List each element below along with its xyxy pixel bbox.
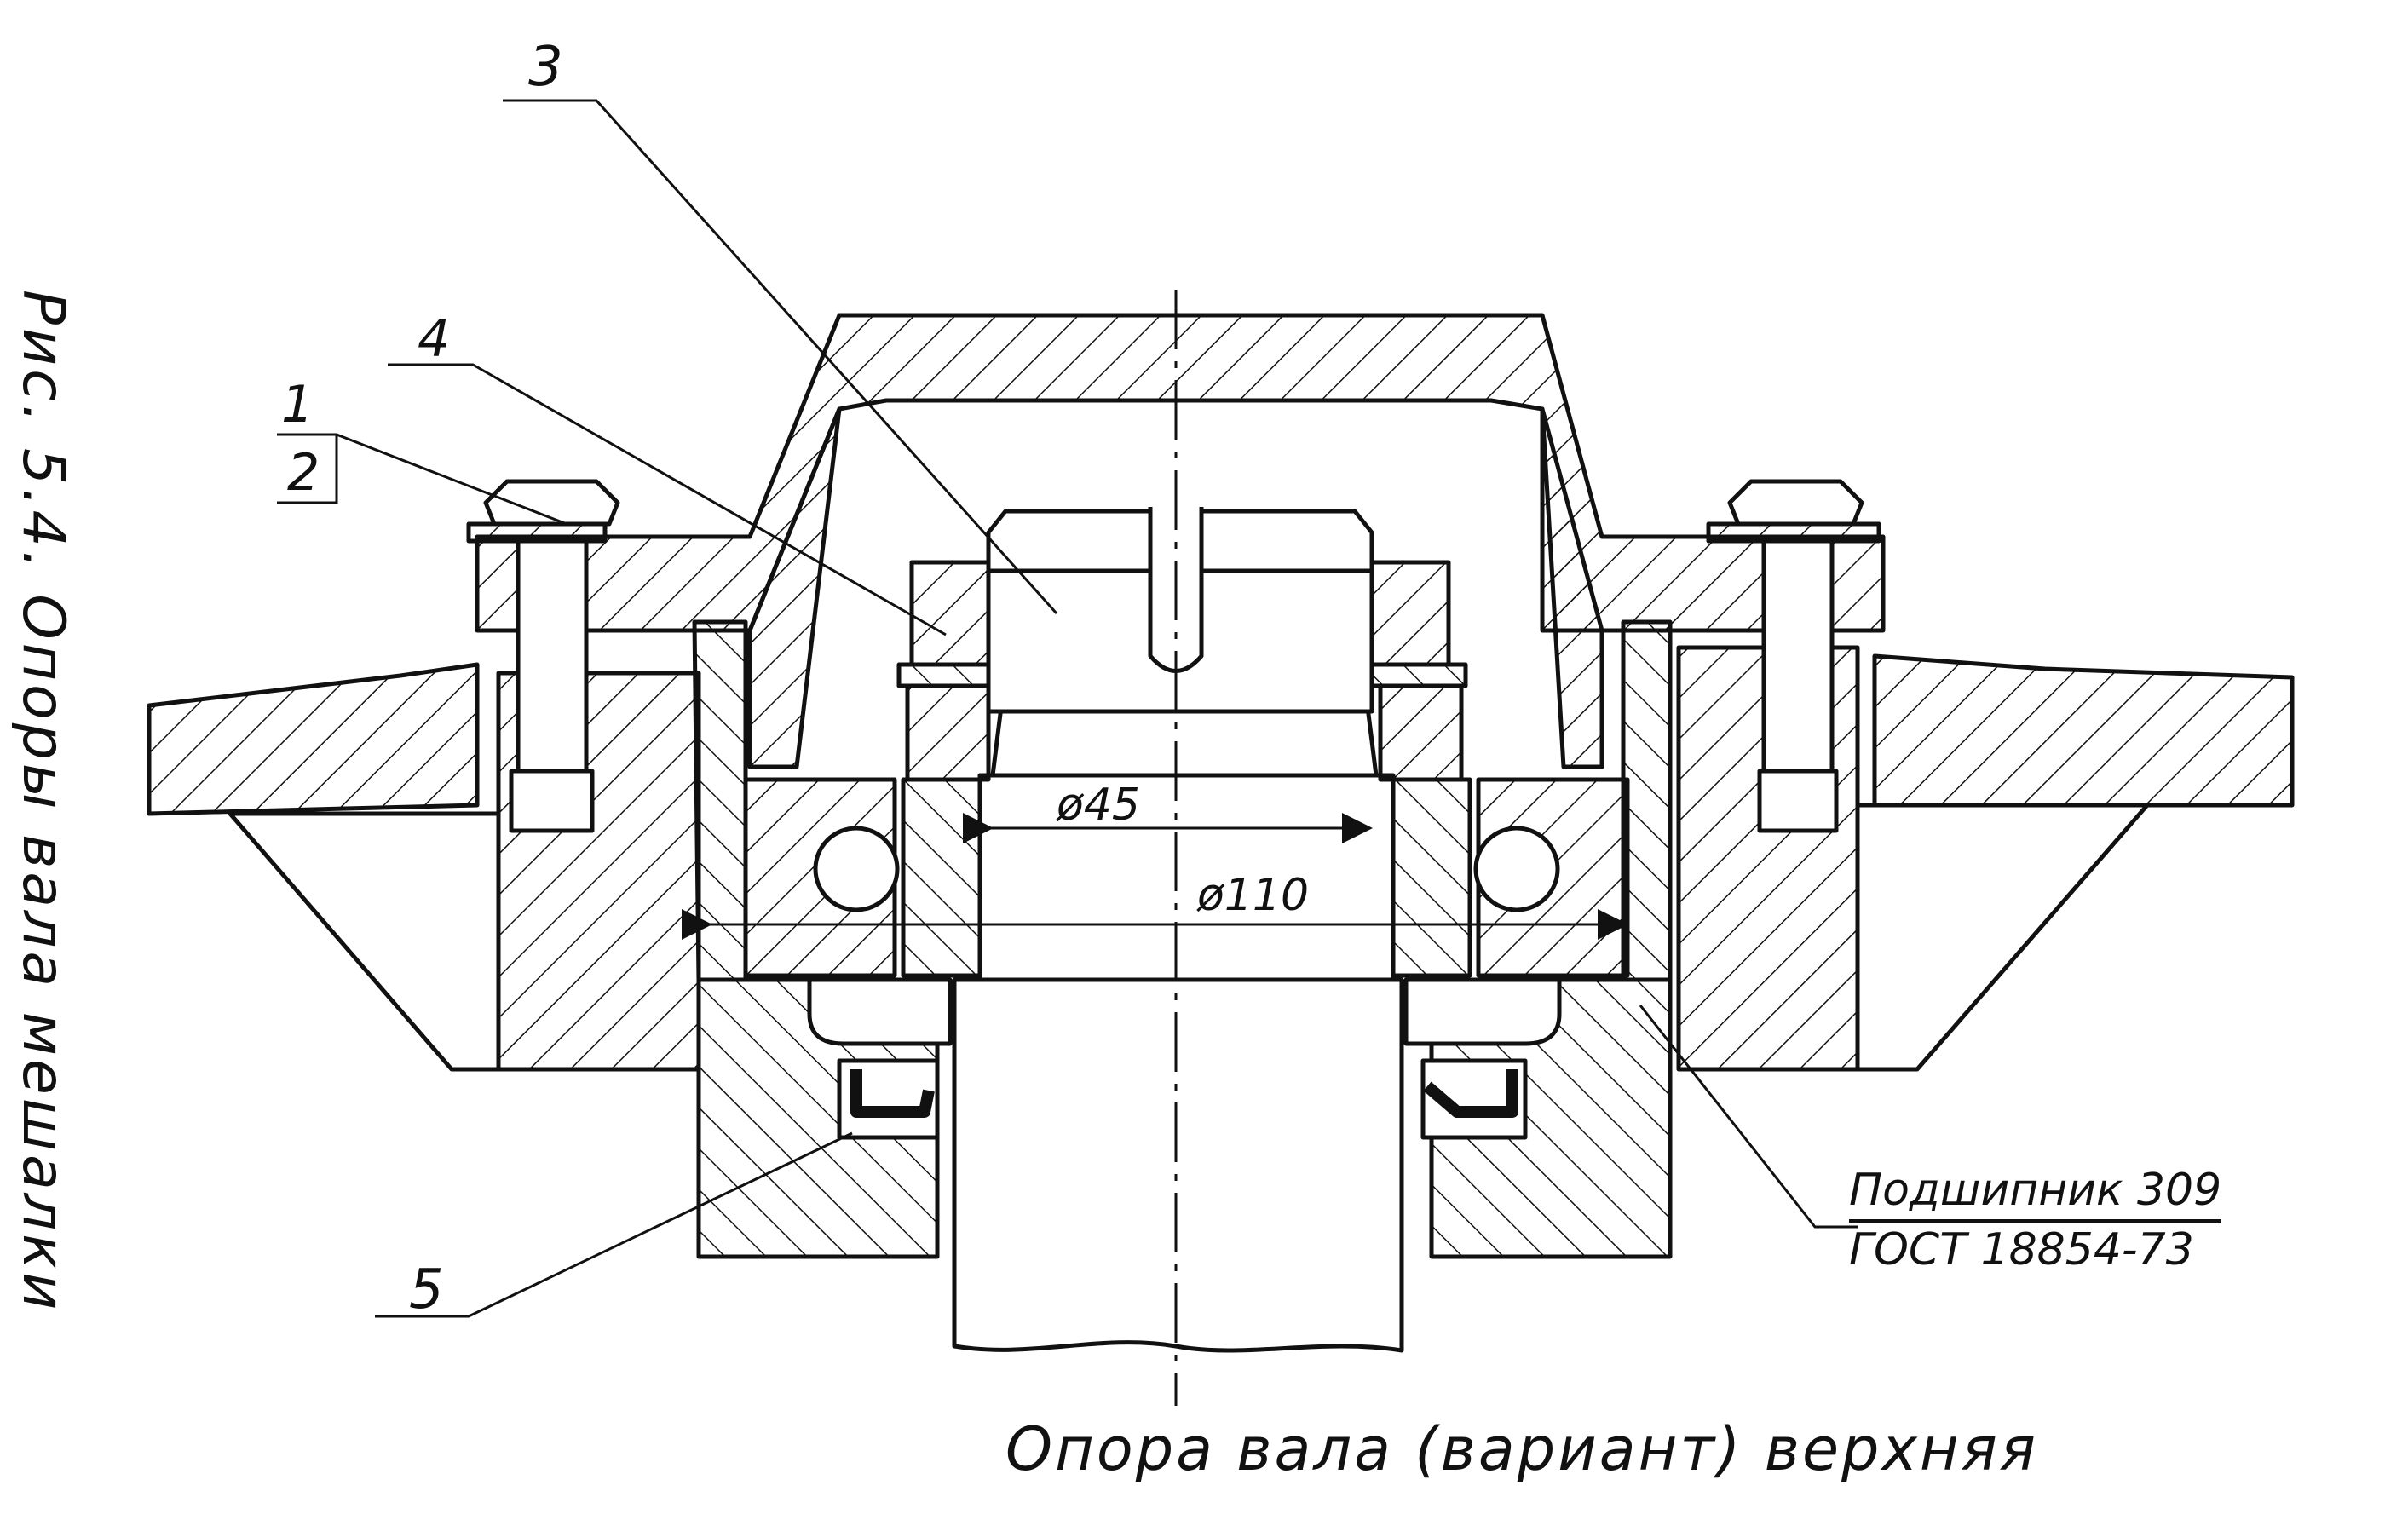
leader-2 xyxy=(277,435,338,504)
housing-left xyxy=(692,619,748,982)
housing-bottom-right xyxy=(1429,977,1673,1259)
leader-bearing xyxy=(1639,1005,1858,1229)
bolt-right-head xyxy=(1727,479,1864,527)
callout-1: 1 xyxy=(281,375,314,435)
bearing-inner-left xyxy=(901,777,982,978)
lock-washer-right xyxy=(1369,560,1451,667)
shaft xyxy=(952,977,1404,1353)
bearing-note-line2: ГОСТ 18854-73 xyxy=(1849,1224,2194,1275)
housing-right xyxy=(1621,619,1673,982)
shim-left xyxy=(896,662,991,688)
shaft-neck xyxy=(990,706,1379,776)
ball-right xyxy=(1473,826,1560,912)
callout-2: 2 xyxy=(287,443,320,503)
callout-4: 4 xyxy=(418,309,450,369)
ball-left xyxy=(813,826,900,912)
nut-right xyxy=(1757,768,1839,833)
leader-5 xyxy=(375,1131,853,1318)
bearing-note: Подшипник 309 ГОСТ 18854-73 xyxy=(1849,1163,2222,1277)
washer-left xyxy=(466,521,608,544)
leader-3 xyxy=(503,99,1058,615)
bracket-left xyxy=(228,811,501,1072)
callout-5: 5 xyxy=(409,1258,444,1321)
seal-cup-left xyxy=(807,977,953,1046)
seal-right xyxy=(1420,1058,1528,1140)
leader-4 xyxy=(388,363,947,636)
shaft-top xyxy=(977,773,1396,982)
seal-right-lip xyxy=(1423,1069,1518,1118)
base-plate-right xyxy=(1872,653,2295,808)
spacer-right xyxy=(1378,683,1464,782)
spacer-left xyxy=(905,683,991,782)
bracket-right xyxy=(1855,803,2150,1072)
bearing-inner-right xyxy=(1391,777,1472,978)
nut-left xyxy=(509,768,595,833)
bearing-note-line1: Подшипник 309 xyxy=(1849,1163,2222,1223)
base-plate-left xyxy=(147,662,480,816)
figure-side-caption: Рис. 5.4. Опоры вала мешалки xyxy=(9,290,77,1314)
seal-left-lip xyxy=(850,1069,935,1118)
lock-washer-left xyxy=(909,560,991,667)
seal-cup-right xyxy=(1403,977,1562,1046)
washer-right xyxy=(1706,521,1881,544)
shim-right xyxy=(1369,662,1468,688)
cap-inner-left xyxy=(747,406,842,769)
figure-bottom-caption: Опора вала (вариант) верхняя xyxy=(1005,1414,2038,1484)
dim-d45: ø45 xyxy=(1056,780,1140,831)
callout-3: 3 xyxy=(528,36,563,99)
seal-left xyxy=(837,1058,940,1140)
cap-inner-right xyxy=(1540,406,1604,769)
dim-d110: ø110 xyxy=(1196,870,1309,921)
bolt-right-shank xyxy=(1761,538,1835,799)
